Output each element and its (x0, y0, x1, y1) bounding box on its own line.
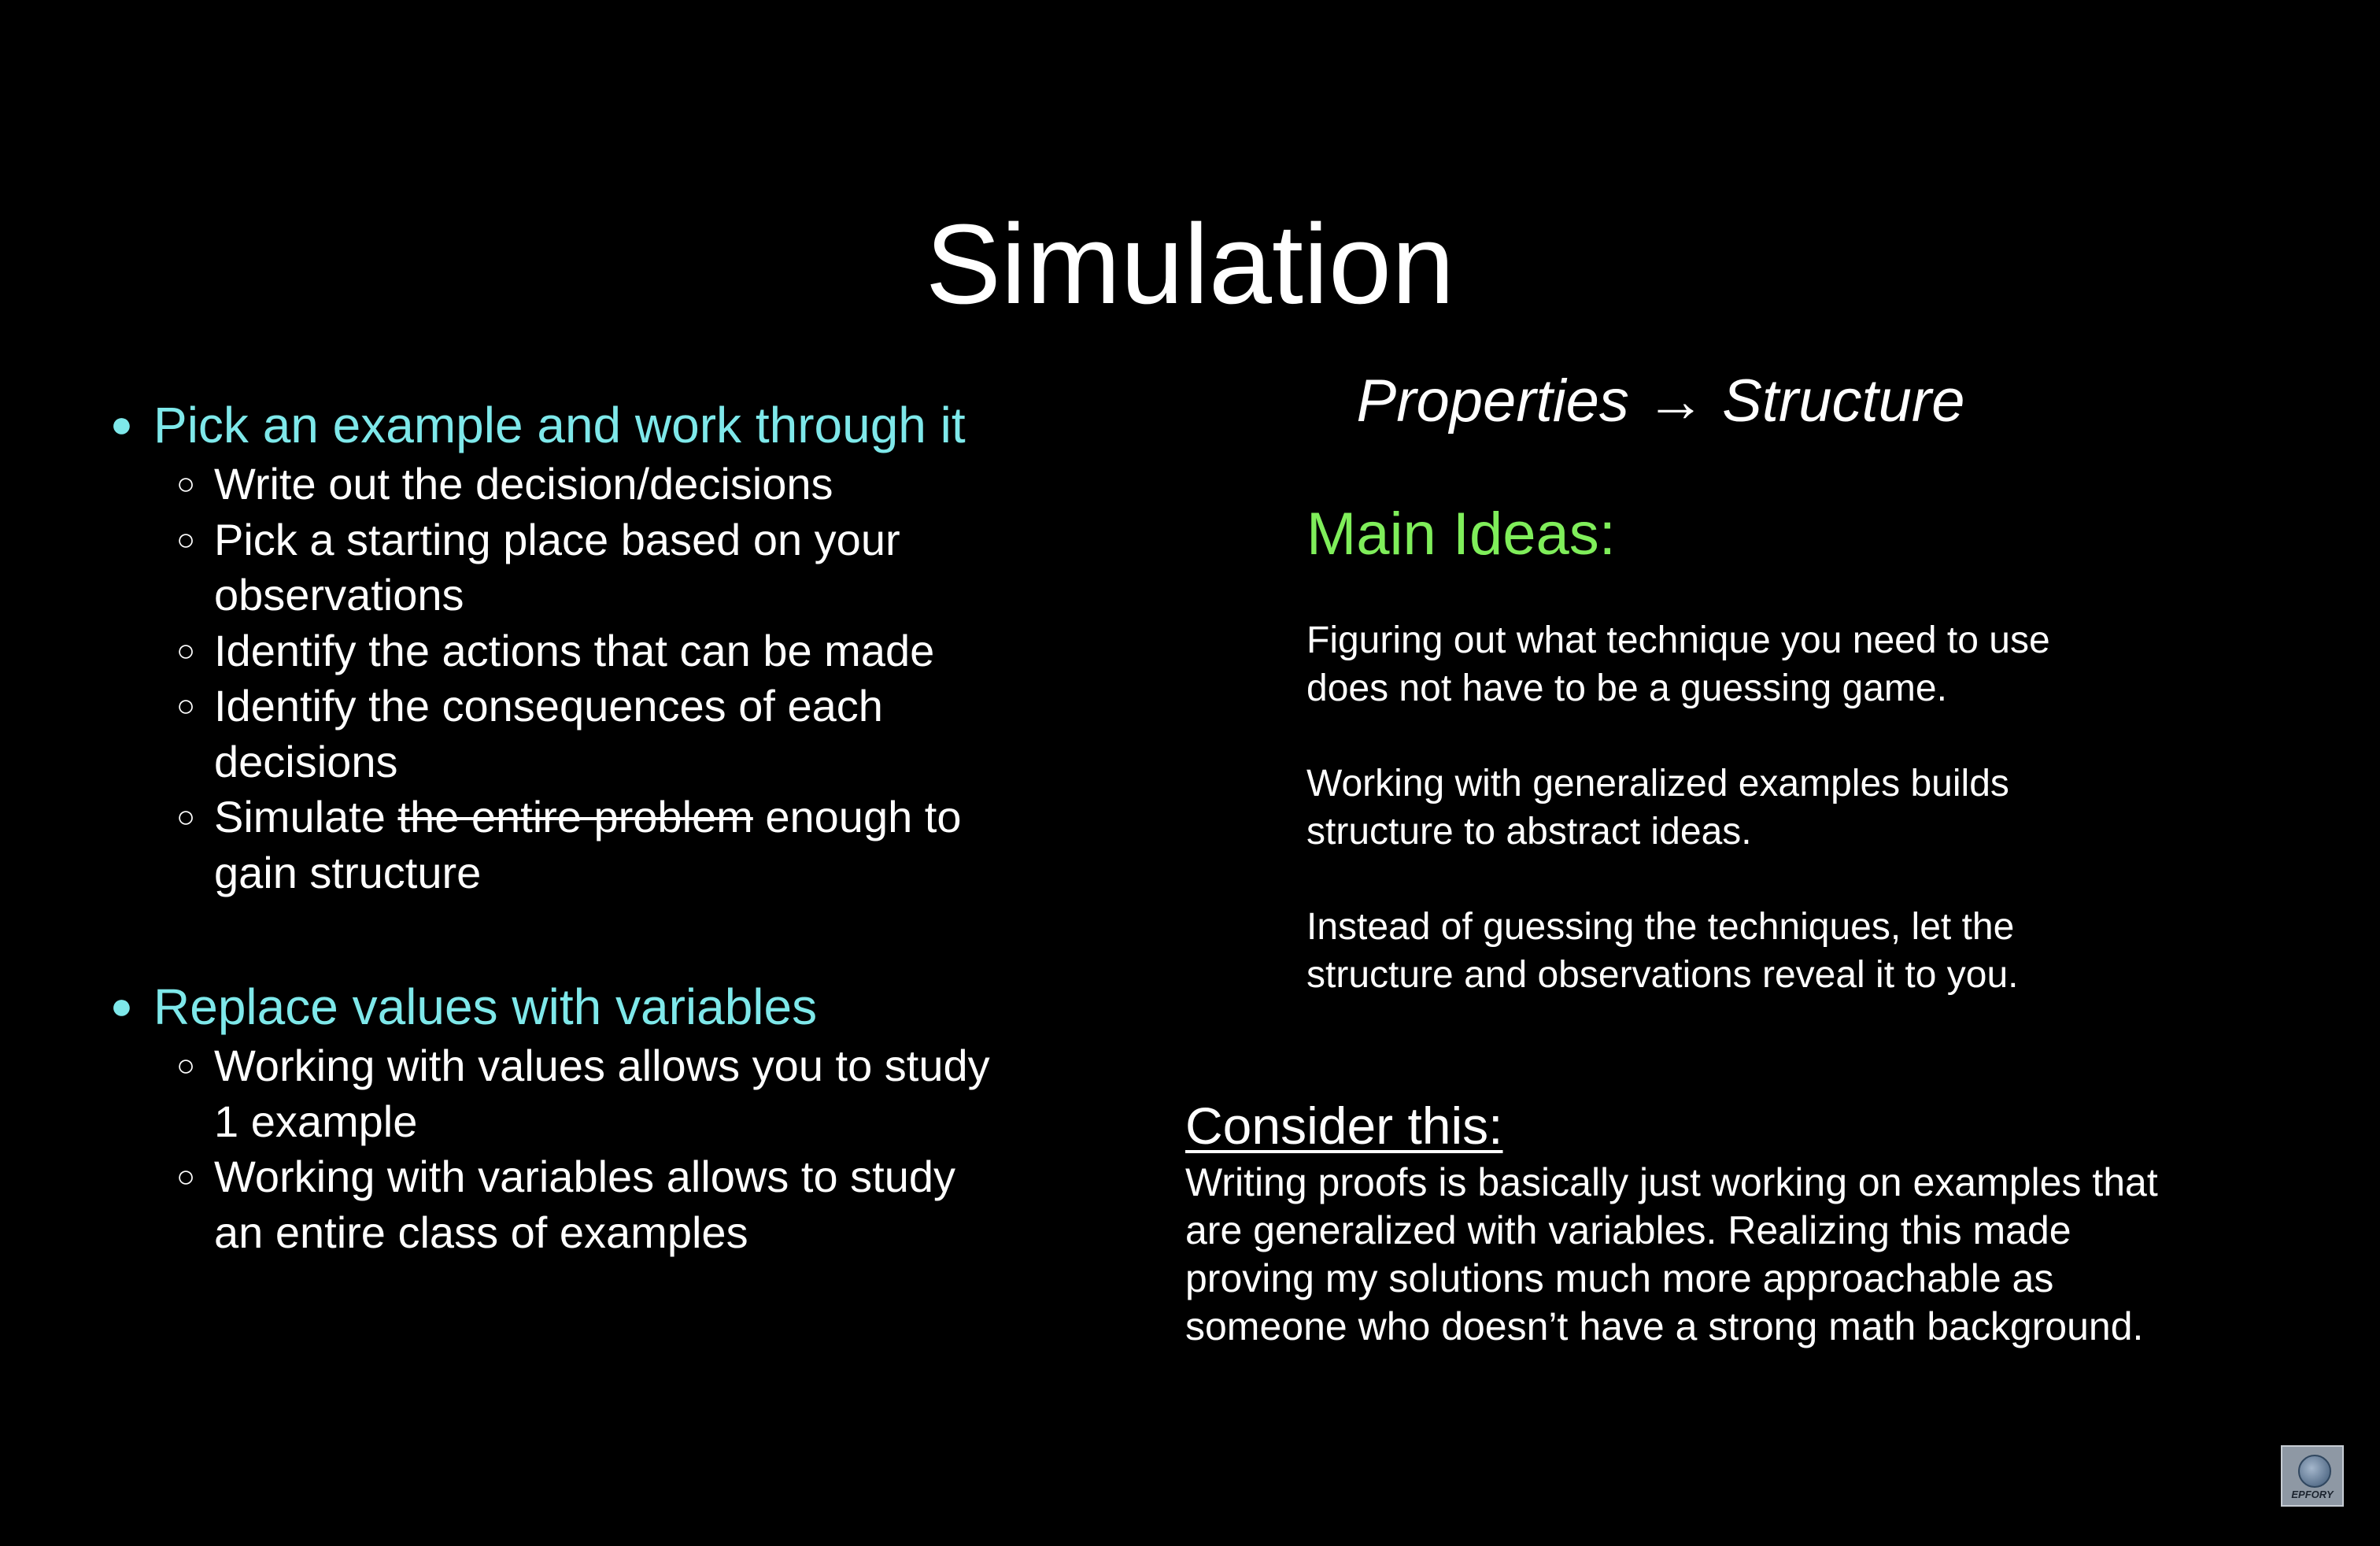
list-item-text: Simulate (214, 792, 386, 841)
main-idea-paragraph: Instead of guessing the techniques, let … (1306, 904, 2172, 999)
hollow-bullet-icon: ○ (176, 1049, 196, 1083)
bullet-group-variables: ● Replace values with variables ○ Workin… (110, 975, 1086, 1260)
consider-line: someone who doesn’t have a strong math b… (1185, 1304, 2144, 1348)
main-idea-line: does not have to be a guessing game. (1306, 667, 1947, 709)
consider-line: are generalized with variables. Realizin… (1185, 1208, 2071, 1252)
list-item-text: Identify the actions that can be made (214, 625, 935, 675)
bullet-group-example: ● Pick an example and work through it ○ … (110, 394, 1086, 901)
hollow-bullet-icon: ○ (176, 467, 196, 501)
consider-line: proving my solutions much more approacha… (1185, 1256, 2054, 1300)
list-item-text: Pick a starting place based on your (214, 514, 900, 564)
slide-title: Simulation (925, 201, 1455, 327)
list-item: ○ Write out the decision/decisions (110, 457, 1086, 512)
bullet-heading-text: Pick an example and work through it (153, 397, 966, 453)
struck-through-text: the entire problem (397, 792, 753, 841)
bullet-dot-icon: ● (110, 986, 133, 1027)
main-idea-line: Instead of guessing the techniques, let … (1306, 906, 2015, 948)
hollow-bullet-icon: ○ (176, 633, 196, 668)
left-column: ● Pick an example and work through it ○ … (110, 394, 1086, 1260)
list-item-text: enough to (765, 792, 962, 841)
properties-structure-tagline: Properties → Structure (1356, 368, 1965, 435)
hollow-bullet-icon: ○ (176, 800, 196, 834)
list-item: ○ Simulate the entire problem enough to … (110, 790, 1086, 901)
main-idea-line: structure and observations reveal it to … (1306, 953, 2019, 996)
main-idea-line: Figuring out what technique you need to … (1306, 620, 2050, 661)
consider-this-heading: Consider this: (1185, 1097, 1503, 1155)
list-item-text: Write out the decision/decisions (214, 459, 833, 509)
list-item-text: Working with values allows you to study (214, 1041, 990, 1090)
list-item: ○ Working with values allows you to stud… (110, 1038, 1086, 1149)
sub-list-example: ○ Write out the decision/decisions ○ Pic… (110, 457, 1086, 901)
sub-list-variables: ○ Working with values allows you to stud… (110, 1038, 1086, 1260)
main-ideas-heading: Main Ideas: (1306, 501, 1616, 568)
watermark-text: EPFORY (2291, 1489, 2334, 1500)
bullet-dot-icon: ● (110, 404, 133, 446)
list-item-text-continued: decisions (214, 736, 398, 786)
channel-watermark-logo: EPFORY (2281, 1445, 2344, 1507)
hollow-bullet-icon: ○ (176, 1160, 196, 1194)
list-item-text-continued: 1 example (214, 1096, 418, 1146)
list-item-text-continued: gain structure (214, 847, 482, 897)
bullet-heading-example: ● Pick an example and work through it (110, 394, 1086, 457)
list-item: ○ Identify the consequences of each deci… (110, 679, 1086, 790)
list-item-text-continued: observations (214, 570, 464, 620)
main-idea-line: Working with generalized examples builds (1306, 763, 2009, 804)
list-item-text: Identify the consequences of each (214, 681, 883, 730)
list-item-text-continued: an entire class of examples (214, 1207, 748, 1257)
list-item: ○ Identify the actions that can be made (110, 623, 1086, 679)
bullet-heading-variables: ● Replace values with variables (110, 975, 1086, 1038)
hollow-bullet-icon: ○ (176, 522, 196, 557)
main-idea-paragraph: Working with generalized examples builds… (1306, 760, 2172, 856)
globe-icon (2298, 1455, 2331, 1488)
consider-line: Writing proofs is basically just working… (1185, 1160, 2158, 1204)
list-item: ○ Pick a starting place based on your ob… (110, 512, 1086, 623)
bullet-heading-text: Replace values with variables (153, 978, 818, 1035)
main-idea-paragraph: Figuring out what technique you need to … (1306, 617, 2172, 712)
main-idea-line: structure to abstract ideas. (1306, 810, 1752, 853)
list-item: ○ Working with variables allows to study… (110, 1149, 1086, 1260)
hollow-bullet-icon: ○ (176, 689, 196, 723)
list-item-text: Working with variables allows to study (214, 1152, 956, 1201)
consider-this-body: Writing proofs is basically just working… (1185, 1159, 2240, 1351)
